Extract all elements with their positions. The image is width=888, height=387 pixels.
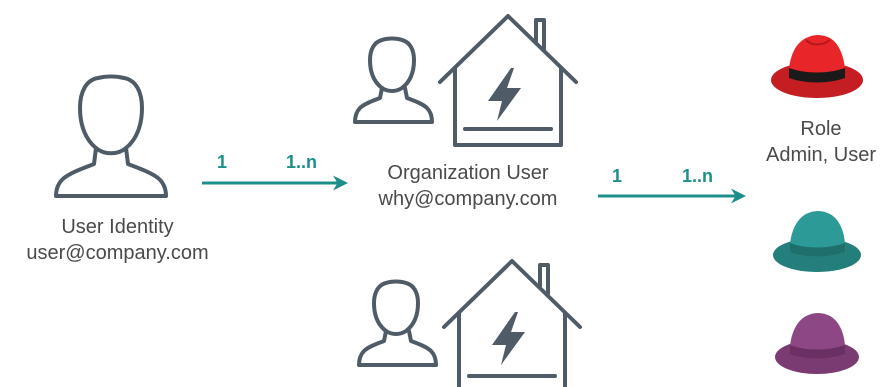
user-identity-icon <box>54 74 168 198</box>
org-user-house-icon <box>438 14 578 147</box>
user-identity-title: User Identity <box>61 216 174 238</box>
multiplicity-from-2: 1 <box>612 166 623 186</box>
user-identity-label: User Identity user@company.com <box>0 214 235 266</box>
multiplicity-from-1: 1 <box>217 152 228 172</box>
organization-user-email: why@company.com <box>378 188 558 210</box>
role-hat-purple-icon <box>775 313 859 374</box>
organization-user-label: Organization User why@company.com <box>348 160 588 212</box>
role-subtitle: Admin, User <box>765 144 877 166</box>
org-user-house-icon-2 <box>442 259 582 387</box>
multiplicity-to-2: 1..n <box>682 166 714 186</box>
org-user-person-icon-2 <box>357 279 438 367</box>
organization-user-title: Organization User <box>387 162 549 184</box>
role-hat-red-icon <box>771 35 863 98</box>
org-user-person-icon <box>353 36 434 124</box>
role-hat-teal-icon <box>773 211 861 272</box>
role-label: Role Admin, User <box>754 116 888 168</box>
user-identity-email: user@company.com <box>26 242 209 264</box>
multiplicity-to-1: 1..n <box>286 152 318 172</box>
lightning-icon <box>488 68 521 121</box>
lightning-icon-2 <box>492 312 525 365</box>
role-title: Role <box>800 118 842 140</box>
